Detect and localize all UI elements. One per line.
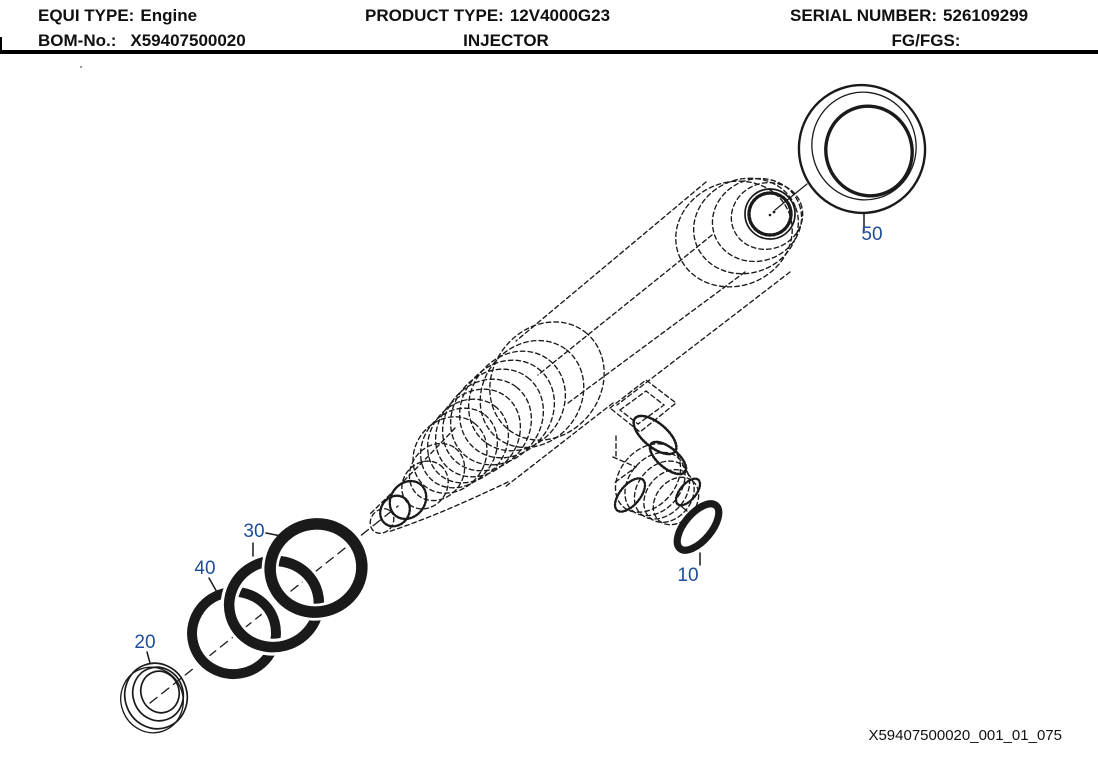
equi-type-field: EQUI TYPE: Engine xyxy=(38,6,197,25)
callout-20[interactable]: 20 xyxy=(134,632,156,653)
print-speck xyxy=(80,66,82,68)
part-50-seal-ring xyxy=(797,83,927,215)
leader-50 xyxy=(772,183,865,232)
exploded-view-drawing xyxy=(120,83,927,734)
part-20-sealing-ring xyxy=(120,662,189,734)
table-left-border xyxy=(0,37,2,50)
bom-no-label: BOM-No.: xyxy=(38,31,117,50)
serial-number-label: SERIAL NUMBER: xyxy=(790,6,938,25)
leader-20 xyxy=(146,651,151,664)
part-10-oring xyxy=(673,500,723,554)
bom-no-value: X59407500020 xyxy=(130,31,246,50)
part-name-title: INJECTOR xyxy=(463,31,549,50)
callout-40[interactable]: 40 xyxy=(194,558,216,579)
callout-10[interactable]: 10 xyxy=(677,565,699,586)
part-30-oring-front xyxy=(261,515,371,621)
leader-30 xyxy=(252,532,282,557)
product-type-field: PRODUCT TYPE: 12V4000G23 xyxy=(365,6,647,25)
equi-type-label: EQUI TYPE: xyxy=(38,6,135,25)
equi-type-value: Engine xyxy=(140,6,198,25)
bom-no-field: BOM-No.: X59407500020 xyxy=(38,31,246,50)
diagram-area: 10 20 30 40 50 X59407500020_001_01_075 xyxy=(0,54,1098,772)
leader-40 xyxy=(208,577,219,595)
product-type-value: 12V4000G23 xyxy=(509,6,611,25)
fg-fgs-label: FG/FGS: xyxy=(891,31,961,50)
header-divider xyxy=(0,50,1098,54)
title-block: EQUI TYPE: Engine PRODUCT TYPE: 12V4000G23… xyxy=(0,0,1098,50)
injector-body xyxy=(369,177,804,534)
drawing-number: X59407500020_001_01_075 xyxy=(868,727,1062,744)
leader-10 xyxy=(675,501,701,566)
callout-30[interactable]: 30 xyxy=(243,521,265,542)
serial-number-value: 526109299 xyxy=(943,6,1029,25)
serial-number-field: SERIAL NUMBER: 526109299 xyxy=(790,6,1062,25)
callout-50[interactable]: 50 xyxy=(861,224,883,245)
product-type-label: PRODUCT TYPE: xyxy=(365,6,504,25)
